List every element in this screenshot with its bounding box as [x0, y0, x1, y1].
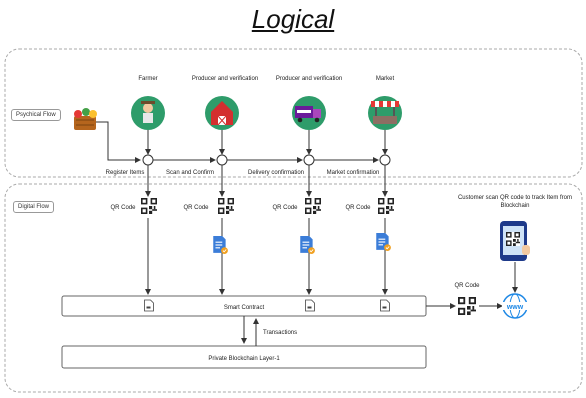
flow-node-3 — [303, 154, 315, 166]
qr-code-icon — [141, 198, 157, 214]
qr-label-4: QR Code — [345, 205, 371, 211]
market-stall-icon — [368, 96, 402, 130]
barn-icon — [205, 96, 239, 130]
qr-code-icon — [305, 198, 321, 214]
flow-node-2 — [216, 154, 228, 166]
www-globe-icon: www — [502, 293, 528, 319]
digital-flow-lane — [4, 183, 583, 393]
step-market-confirmation: Market confirmation — [327, 170, 380, 176]
farmer-icon — [131, 96, 165, 130]
qr-label-3: QR Code — [272, 205, 298, 211]
phone-scan-icon — [500, 221, 530, 261]
actor-market-label: Market — [376, 76, 395, 82]
blockchain-label: Private Blockchain Layer-1 — [208, 356, 280, 362]
smart-contract-label: Smart Contract — [224, 305, 265, 311]
transactions-label: Transactions — [263, 330, 297, 336]
qr-code-icon — [458, 297, 476, 315]
document-check-icon — [375, 233, 391, 251]
document-check-icon — [212, 236, 228, 254]
customer-note-line1: Customer scan QR code to track Item from — [458, 195, 572, 201]
qr-label-2: QR Code — [183, 205, 209, 211]
actor-farmer-label: Farmer — [138, 76, 157, 82]
qr-code-icon — [378, 198, 394, 214]
actor-producer-label-2: Producer and verification — [276, 76, 342, 82]
truck-icon — [292, 96, 326, 130]
step-scan-confirm: Scan and Confirm — [166, 170, 214, 176]
blockchain-box — [61, 345, 427, 369]
flow-node-4 — [379, 154, 391, 166]
customer-note-line2: Blockchain — [500, 203, 529, 209]
contract-doc-icon — [305, 299, 315, 312]
digital-flow-tag: Digital Flow — [13, 201, 55, 213]
qr-label-right: QR Code — [454, 283, 480, 289]
contract-doc-icon — [144, 299, 154, 312]
physical-flow-lane — [4, 48, 583, 178]
page-title: Logical — [251, 4, 335, 34]
qr-label-1: QR Code — [110, 205, 136, 211]
document-check-icon — [299, 236, 315, 254]
svg-text:www: www — [506, 304, 524, 311]
actor-producer-label-1: Producer and verification — [192, 76, 258, 82]
produce-basket-icon — [74, 108, 97, 130]
physical-flow-tag: Psychical Flow — [11, 109, 61, 121]
step-delivery-confirmation: Delivery confirmation — [248, 170, 304, 176]
flow-node-1 — [142, 154, 154, 166]
qr-code-icon — [218, 198, 234, 214]
contract-doc-icon — [380, 299, 390, 312]
step-register-items: Register Items — [106, 170, 145, 176]
